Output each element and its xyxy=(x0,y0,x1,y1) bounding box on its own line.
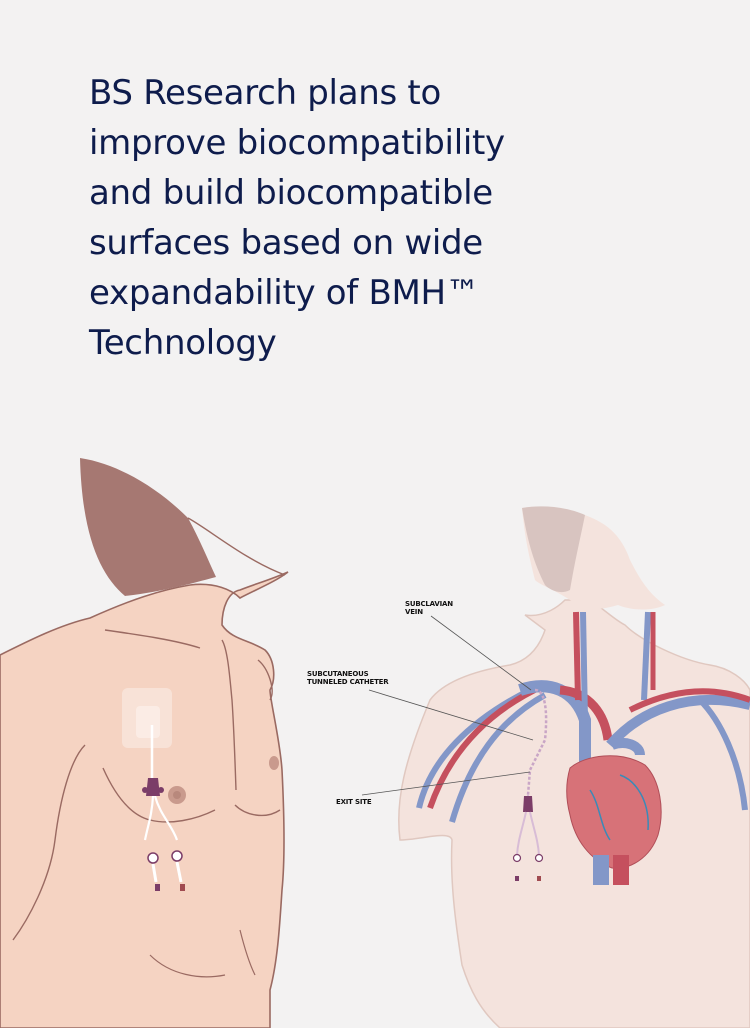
headline-line-3: and build biocompatible xyxy=(89,173,493,213)
headline: BS Research plans to improve biocompatib… xyxy=(89,68,609,368)
label-subclavian-line-1: SUBCLAVIAN xyxy=(405,600,453,608)
label-subclavian-vein: SUBCLAVIAN VEIN xyxy=(405,600,453,616)
label-subclavian-line-2: VEIN xyxy=(405,608,423,616)
label-catheter-line-2: TUNNELED CATHETER xyxy=(307,678,389,686)
headline-line-1: BS Research plans to xyxy=(89,73,441,113)
headline-line-4: surfaces based on wide xyxy=(89,223,483,263)
headline-line-6: Technology xyxy=(89,323,277,363)
label-catheter-line-1: SUBCUTANEOUS xyxy=(307,670,369,678)
right-anatomy-figure xyxy=(361,506,750,1028)
label-exit-site: EXIT SITE xyxy=(336,798,372,806)
label-tunneled-catheter: SUBCUTANEOUS TUNNELED CATHETER xyxy=(307,670,389,686)
headline-line-5: expandability of BMH™ xyxy=(89,273,480,313)
headline-line-2: improve biocompatibility xyxy=(89,123,505,163)
left-torso-figure xyxy=(0,458,289,1028)
